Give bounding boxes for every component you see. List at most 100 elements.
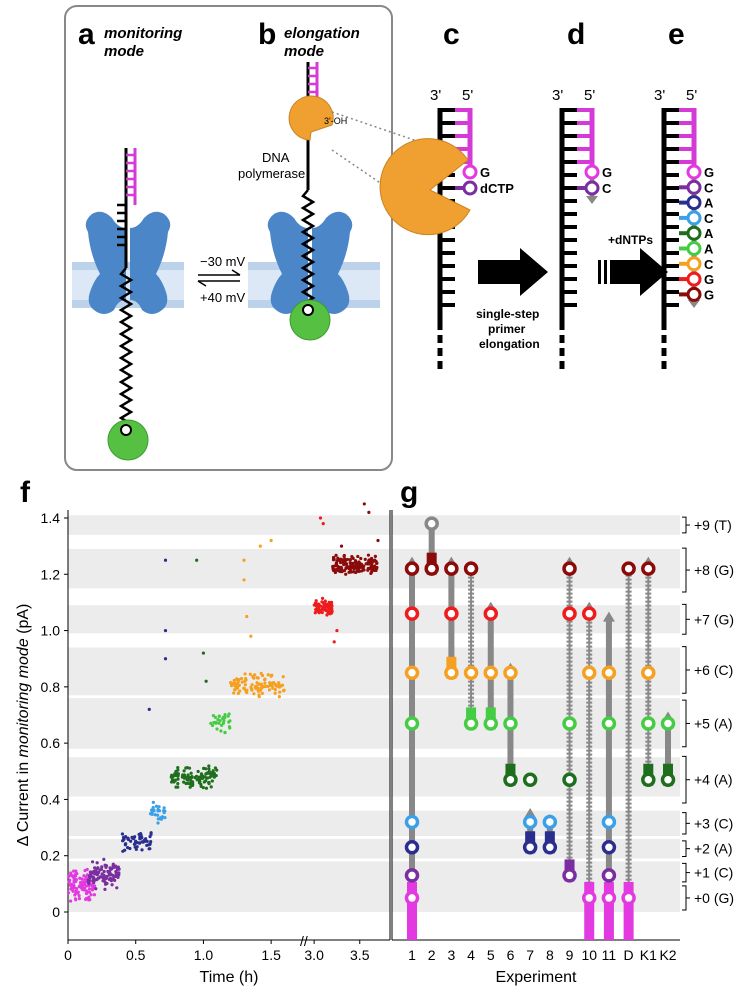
- data-point: [215, 768, 219, 772]
- data-point: [203, 775, 207, 779]
- level-bracket: [682, 699, 687, 748]
- data-point: [207, 767, 211, 771]
- panel-d-end5: 5': [584, 87, 595, 104]
- data-point: [223, 731, 227, 735]
- data-point: [176, 768, 180, 772]
- level-point: [621, 890, 636, 906]
- data-point: [151, 805, 155, 810]
- data-point: [110, 883, 114, 887]
- data-point: [233, 684, 237, 688]
- arrow-label-3: elongation: [479, 337, 540, 351]
- data-point: [366, 568, 370, 572]
- data-point: [92, 869, 96, 873]
- data-point: [359, 562, 364, 567]
- data-point: [324, 603, 328, 608]
- panel-e-base-label: C: [704, 180, 714, 195]
- level-point: [641, 665, 656, 681]
- level-point: [641, 716, 656, 731]
- panel-d-template: [559, 108, 577, 372]
- data-point: [73, 897, 78, 901]
- panel-e-base-circle: [686, 225, 702, 241]
- x-tick-label: K2: [659, 947, 676, 963]
- panel-d-base-0-label: G: [602, 165, 612, 180]
- data-point: [236, 691, 240, 695]
- data-point: [322, 606, 326, 611]
- level-point: [463, 716, 479, 731]
- panel-e-base-label: A: [704, 196, 714, 211]
- experiment-start-bar: [603, 881, 614, 940]
- level-point: [542, 814, 558, 830]
- data-point: [175, 773, 179, 777]
- data-point: [221, 721, 226, 725]
- panel-e-end3: 3': [654, 87, 665, 104]
- data-point: [335, 628, 339, 633]
- data-point: [134, 847, 138, 851]
- data-point: [259, 671, 263, 675]
- panel-e-base-circle: [686, 195, 702, 211]
- data-point: [204, 786, 209, 790]
- data-point: [77, 897, 82, 901]
- data-point: [160, 815, 164, 819]
- data-point: [374, 559, 378, 563]
- level-point: [444, 561, 459, 576]
- panel-b-enzyme-label-1: DNA: [262, 150, 290, 165]
- level-bracket: [682, 812, 687, 835]
- data-point: [154, 804, 159, 808]
- level-label: +8 (G): [694, 562, 734, 578]
- data-point: [259, 682, 263, 686]
- data-point: [229, 684, 234, 688]
- panel-d-base-0-circle: [584, 164, 600, 180]
- experiment-arrowhead: [602, 611, 615, 622]
- panel-e-base-label: A: [704, 242, 714, 257]
- data-point: [215, 727, 219, 731]
- level-point: [660, 772, 676, 787]
- data-point: [271, 686, 275, 690]
- data-point: [244, 677, 248, 681]
- data-point: [92, 875, 96, 880]
- data-point: [117, 873, 121, 877]
- data-point: [147, 847, 151, 851]
- data-point: [235, 677, 239, 681]
- data-point: [75, 871, 79, 876]
- axis-break-mark: //: [300, 933, 308, 949]
- level-label: +2 (A): [694, 841, 733, 857]
- panel-e-base-circle: [686, 286, 702, 302]
- data-point: [176, 785, 180, 789]
- data-point: [251, 674, 255, 679]
- panel-c-end5: 5': [462, 87, 473, 104]
- panel-b-title-1: elongation: [284, 25, 360, 42]
- data-point: [74, 879, 78, 883]
- data-point: [69, 882, 73, 887]
- data-point: [205, 776, 210, 780]
- data-point: [325, 613, 329, 617]
- data-point: [257, 694, 261, 699]
- data-point: [103, 882, 108, 886]
- data-point: [244, 688, 248, 692]
- data-point: [131, 836, 135, 841]
- data-point: [196, 769, 200, 774]
- data-point: [263, 677, 267, 681]
- level-point: [601, 665, 617, 681]
- level-point: [641, 772, 656, 787]
- data-point: [210, 723, 215, 728]
- data-point: [153, 813, 157, 817]
- data-point: [182, 769, 186, 773]
- level-bracket: [682, 646, 687, 694]
- data-point: [88, 898, 92, 902]
- data-point: [147, 707, 151, 711]
- data-point: [66, 891, 71, 895]
- level-point: [562, 716, 577, 731]
- level-point: [463, 561, 479, 576]
- x-tick-label: 8: [546, 947, 554, 963]
- data-point: [314, 599, 318, 603]
- data-point: [176, 777, 180, 781]
- level-point: [522, 840, 538, 855]
- data-point: [72, 876, 76, 881]
- data-point: [103, 887, 107, 891]
- data-point: [109, 867, 114, 871]
- panel-b-polymerase: [288, 95, 334, 141]
- data-point: [242, 558, 246, 562]
- level-band: [68, 647, 390, 696]
- data-point: [145, 843, 149, 848]
